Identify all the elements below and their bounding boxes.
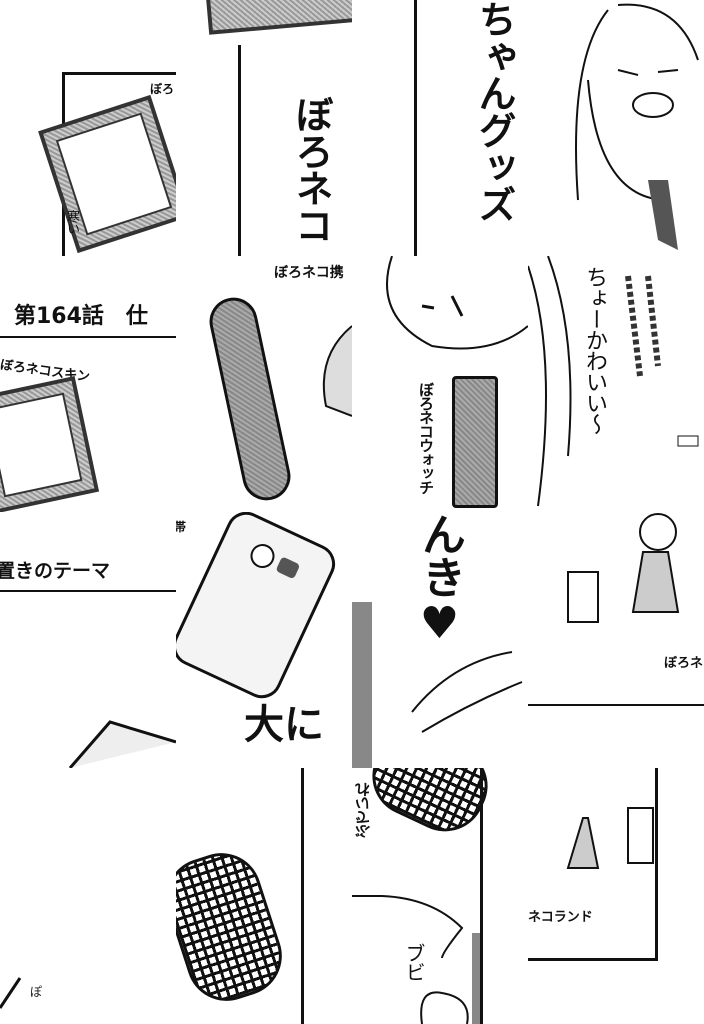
tile-watch: ぼろネコウォッチ [352,256,528,512]
girl-face-drawing [575,3,699,250]
tile-checkered-futon [176,768,352,1024]
cat-phone-drawing [176,512,342,705]
tile-neko-land-2: ネコランド [528,768,704,1024]
love-text: んき♥ [414,512,465,648]
theme-caption: 置きのテーマ [0,560,111,582]
watch-label: ぼろネコウォッチ [417,382,435,494]
land-label-part: ぼろネ [664,656,704,671]
tile-futon-label: ぶでいれ ブビ [352,768,528,1024]
tile-neko-land: ぼろネ [528,512,704,768]
cat-pillow-drawing [38,94,176,254]
chapter-heading: 第164話 仕 [14,304,148,329]
pillow-edge-drawing [203,0,352,35]
tile-pillow-panel: ぼろ 寒い [0,0,176,256]
phone-corner-drawing [68,720,176,768]
girl-drawing [528,256,699,507]
tile-goods-title-2: ちゃんグッズ [352,0,528,256]
partial-sfx: ぽ [30,985,43,999]
sfx-bubi: ブビ [402,943,426,981]
cat-reaching-drawing [352,895,482,1024]
tile-phone-strap: ぼろネコ携 [176,256,352,512]
tile-girl-face [528,0,704,256]
tile-blank: ぽ [0,768,176,1024]
pillow-corner-label: ぼろ [150,82,175,96]
land-label: ネコランド [528,910,593,925]
phone-strap-part: 帯 [176,520,187,534]
skin-label: ぼろネコスキン [0,357,91,386]
cats-and-trashcan-drawing [567,513,680,623]
tile-girl-exclaim: ちょーかわいい〜 [528,256,704,512]
tile-chapter-heading: 第164話 仕 ぼろネコスキン [0,256,176,512]
phone-label: ぼろネコ携 [274,265,344,281]
cat-skin-drawing [0,376,100,512]
tile-love: んき♥ [352,512,528,768]
cat-head-drawing [386,256,528,350]
goods-title-part2: ちゃんグッズ [472,0,516,222]
checkered-futon-drawing [176,842,293,1012]
watch-band-drawing [452,376,498,508]
cat-in-robe-drawing [566,807,654,869]
goods-title-part1: ぼろネコ [289,95,333,243]
girl-exclaim: ちょーかわいい〜 [582,266,607,434]
cat-arms-drawing [352,602,523,768]
tile-goods-title: ぼろネコ [176,0,352,256]
tile-theme-caption: 置きのテーマ [0,512,176,768]
big-text-part: 大に [244,702,324,748]
pillow-sfx: 寒い [64,210,79,234]
tile-phone: 帯 大に [176,512,352,768]
